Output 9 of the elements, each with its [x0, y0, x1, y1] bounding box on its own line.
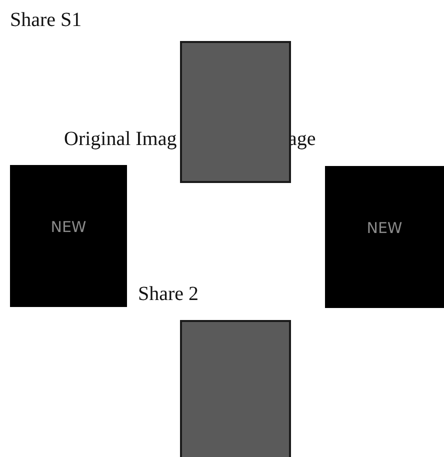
image-text: NEW [366, 219, 402, 237]
image-panel [10, 165, 127, 307]
share-rectangle [180, 320, 291, 457]
text-label: Share 2 [138, 284, 199, 304]
text-label: Share S1 [10, 10, 82, 30]
image-text: NEW [50, 218, 86, 236]
share-rectangle [180, 41, 291, 183]
image-panel [325, 166, 444, 308]
text-label: Original Imag [64, 129, 177, 149]
